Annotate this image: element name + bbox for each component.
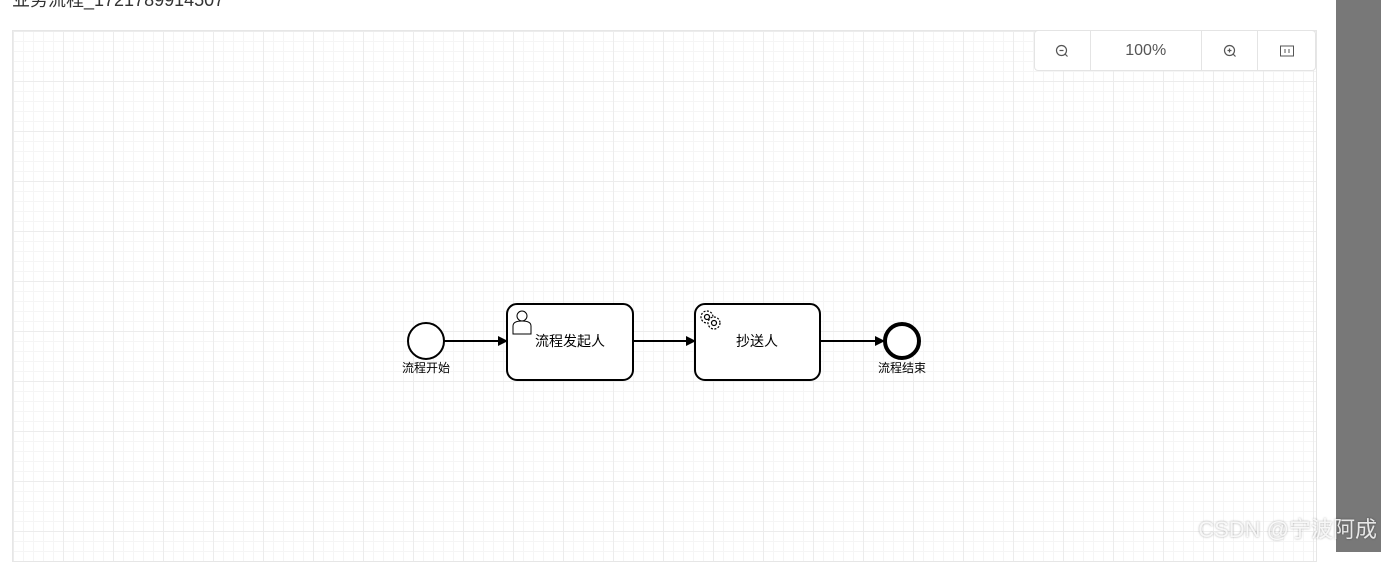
service-task-label: 抄送人: [736, 334, 778, 350]
scrollbar[interactable]: [1336, 0, 1381, 552]
zoom-out-icon: [1056, 44, 1069, 57]
end-event[interactable]: [883, 322, 921, 360]
zoom-in-button[interactable]: [1202, 31, 1259, 70]
bpmn-canvas[interactable]: [12, 30, 1317, 562]
watermark: CSDN @宁波阿成: [1198, 517, 1377, 542]
page-title: 业务流程_1721789914507: [12, 0, 225, 10]
fit-view-icon: [1279, 45, 1294, 56]
zoom-out-button[interactable]: [1035, 31, 1091, 70]
end-event-label: 流程结束: [878, 360, 926, 375]
zoom-toolbar: 100%: [1034, 30, 1316, 71]
fit-view-button[interactable]: [1258, 31, 1315, 70]
start-event[interactable]: [407, 322, 445, 360]
gear-icon: [700, 310, 721, 330]
start-event-label: 流程开始: [402, 360, 450, 375]
user-icon: [512, 310, 532, 335]
user-task-label: 流程发起人: [535, 334, 605, 350]
zoom-in-icon: [1223, 44, 1236, 57]
service-task[interactable]: [694, 303, 821, 381]
user-task[interactable]: [506, 303, 634, 381]
bpmn-diagram: 流程开始 流程发起人 抄送人 流程结束: [402, 303, 926, 381]
zoom-level: 100%: [1091, 31, 1202, 70]
